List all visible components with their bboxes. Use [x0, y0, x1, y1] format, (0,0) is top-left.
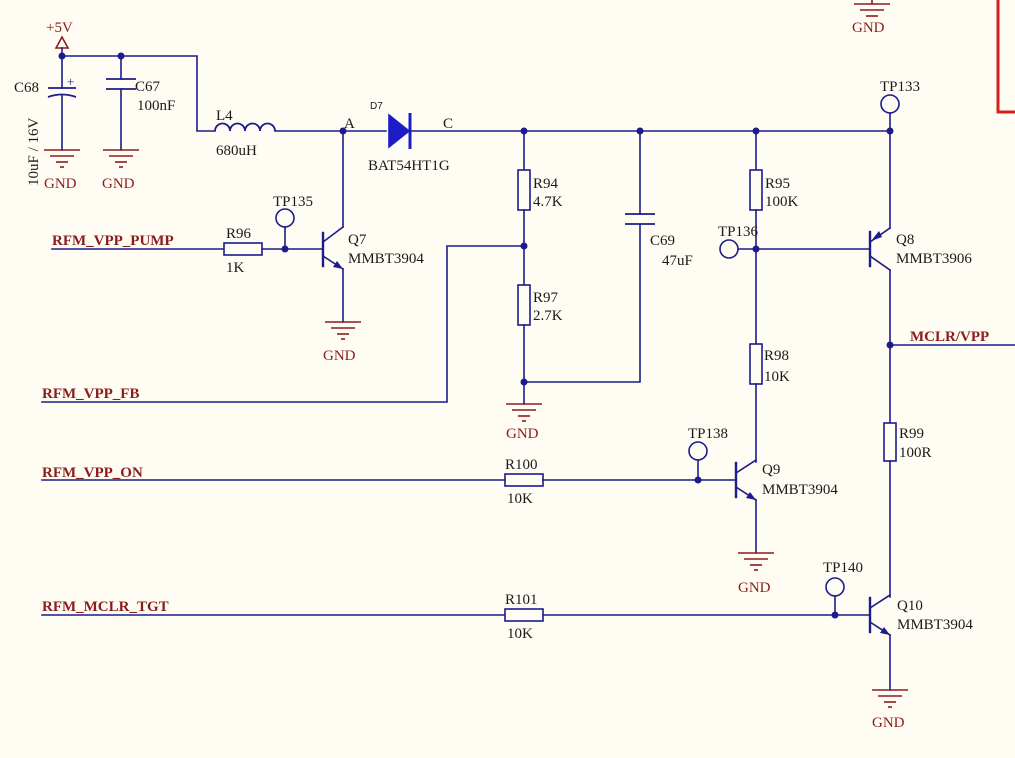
- transistor-q10: Q10 MMBT3904: [868, 593, 973, 691]
- resistor-r100: R100 10K: [504, 457, 544, 507]
- testpoint-tp136[interactable]: TP136: [718, 224, 759, 259]
- gnd-label: GND: [738, 580, 771, 596]
- tp138-label: TP138: [688, 426, 728, 442]
- r94-value: 4.7K: [533, 194, 563, 210]
- resistor-r98: R98 10K: [749, 343, 790, 385]
- resistor-r97: R97 2.7K: [517, 284, 563, 326]
- capacitor-c69: C69 47uF: [523, 130, 693, 383]
- polarity-plus: +: [67, 74, 74, 89]
- r101-value: 10K: [507, 626, 533, 642]
- diode-d7: D7 BAT54HT1G: [368, 101, 450, 174]
- transistor-q8: Q8 MMBT3906: [868, 130, 972, 424]
- c69-ref: C69: [650, 233, 675, 249]
- r101-ref: R101: [505, 592, 538, 608]
- q8-ref: Q8: [896, 232, 914, 248]
- inductor-l4: L4 680uH: [214, 108, 276, 159]
- r100-ref: R100: [505, 457, 538, 473]
- node-a-label: A: [344, 116, 355, 132]
- testpoint-tp138[interactable]: TP138: [688, 426, 728, 481]
- q9-ref: Q9: [762, 462, 780, 478]
- transistor-q9: Q9 MMBT3904: [734, 458, 838, 554]
- tp136-label: TP136: [718, 224, 759, 240]
- r94-ref: R94: [533, 176, 559, 192]
- sheet-border: [996, 0, 1015, 114]
- wire-fb: [41, 245, 525, 403]
- net-label-pump: RFM_VPP_PUMP: [52, 233, 174, 249]
- tp140-label: TP140: [823, 560, 863, 576]
- q10-value: MMBT3904: [897, 617, 973, 633]
- r99-ref: R99: [899, 426, 924, 442]
- net-label-mclr-tgt: RFM_MCLR_TGT: [42, 599, 169, 615]
- gnd-symbol-q9: GND: [738, 552, 774, 596]
- q7-value: MMBT3904: [348, 251, 424, 267]
- r98-value: 10K: [764, 369, 790, 385]
- gnd-label: GND: [852, 20, 885, 36]
- net-label-mclr-vpp: MCLR/VPP: [910, 329, 989, 345]
- r97-value: 2.7K: [533, 308, 563, 324]
- gnd-label: GND: [323, 348, 356, 364]
- gnd-symbol-q7: GND: [323, 321, 361, 364]
- resistor-r95: R95 100K: [749, 169, 799, 211]
- c68-value: 10uF / 16V: [26, 117, 42, 186]
- net-label-fb: RFM_VPP_FB: [42, 386, 139, 402]
- transistor-q7: Q7 MMBT3904: [321, 130, 424, 323]
- l4-ref: L4: [216, 108, 233, 124]
- vcc-label: +5V: [46, 20, 73, 36]
- gnd-label: GND: [102, 176, 135, 192]
- r100-value: 10K: [507, 491, 533, 507]
- wire-5v-rail: [61, 55, 216, 132]
- q7-ref: Q7: [348, 232, 367, 248]
- gnd-symbol-c67: GND: [102, 149, 139, 192]
- gnd-symbol-c68: GND: [44, 149, 80, 192]
- gnd-symbol-divider: GND: [506, 403, 542, 442]
- q8-value: MMBT3906: [896, 251, 972, 267]
- gnd-symbol-q10: GND: [872, 689, 908, 731]
- c69-value: 47uF: [662, 253, 693, 269]
- c67-value: 100nF: [137, 98, 175, 114]
- d7-ref: D7: [370, 101, 383, 112]
- q10-ref: Q10: [897, 598, 923, 614]
- net-label-on: RFM_VPP_ON: [42, 465, 143, 481]
- vcc-symbol: +5V: [46, 20, 73, 57]
- gnd-label: GND: [872, 715, 905, 731]
- resistor-r99: R99 100R: [883, 422, 932, 462]
- testpoint-tp135[interactable]: TP135: [273, 194, 313, 250]
- tp135-label: TP135: [273, 194, 313, 210]
- d7-value: BAT54HT1G: [368, 158, 450, 174]
- resistor-r96: R96 1K: [223, 226, 263, 276]
- r95-ref: R95: [765, 176, 790, 192]
- gnd-label: GND: [506, 426, 539, 442]
- r98-ref: R98: [764, 348, 789, 364]
- capacitor-c67: C67 100nF: [106, 55, 175, 151]
- capacitor-c68: + C68 10uF / 16V: [14, 55, 77, 186]
- resistor-r94: R94 4.7K: [517, 169, 563, 211]
- r96-value: 1K: [226, 260, 245, 276]
- r99-value: 100R: [899, 445, 932, 461]
- q9-value: MMBT3904: [762, 482, 838, 498]
- tp133-label: TP133: [880, 79, 920, 95]
- r95-value: 100K: [765, 194, 799, 210]
- l4-value: 680uH: [216, 143, 257, 159]
- testpoint-tp133[interactable]: TP133: [880, 79, 920, 132]
- testpoint-tp140[interactable]: TP140: [823, 560, 863, 616]
- resistor-r101: R101 10K: [504, 592, 544, 642]
- r97-ref: R97: [533, 290, 559, 306]
- gnd-symbol-top: GND: [852, 0, 890, 36]
- c67-ref: C67: [135, 79, 161, 95]
- node-c-label: C: [443, 116, 453, 132]
- c68-ref: C68: [14, 80, 39, 96]
- gnd-label: GND: [44, 176, 77, 192]
- r96-ref: R96: [226, 226, 252, 242]
